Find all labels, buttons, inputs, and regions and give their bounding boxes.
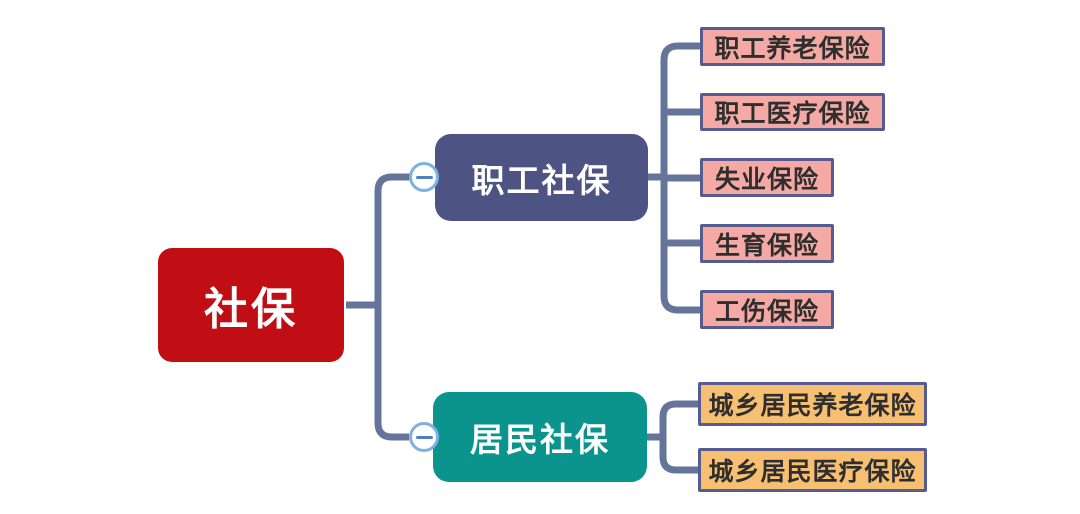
root-node-label: 社保	[204, 284, 298, 335]
collapse-minus-icon-resident[interactable]	[409, 422, 439, 452]
leaf-label: 城乡居民养老保险	[708, 391, 917, 420]
leaf-label: 失业保险	[714, 164, 819, 194]
branch-node-resident[interactable]: 居民社保	[433, 392, 647, 482]
collapse-minus-icon-employee[interactable]	[409, 162, 439, 192]
branch-node-employee[interactable]: 职工社保	[435, 134, 648, 221]
leaf-node-resident-pension[interactable]: 城乡居民养老保险	[698, 382, 927, 426]
leaf-node-employee-medical[interactable]: 职工医疗保险	[700, 93, 885, 131]
connector-main-trunk	[374, 173, 411, 441]
leaf-label: 城乡居民医疗保险	[708, 457, 917, 486]
connector-resident-trunk	[659, 400, 700, 474]
branch-node-employee-label: 职工社保	[471, 160, 612, 200]
leaf-label: 职工养老保险	[714, 33, 871, 63]
leaf-node-employee-pension[interactable]: 职工养老保险	[700, 27, 885, 66]
leaf-node-work-injury[interactable]: 工伤保险	[700, 290, 834, 329]
root-node[interactable]: 社保	[158, 248, 344, 362]
minus-icon	[415, 435, 433, 439]
leaf-node-maternity[interactable]: 生育保险	[700, 224, 834, 263]
minus-icon	[415, 175, 433, 179]
leaf-label: 职工医疗保险	[714, 99, 871, 128]
branch-node-resident-label: 居民社保	[470, 420, 610, 459]
leaf-node-resident-medical[interactable]: 城乡居民医疗保险	[698, 448, 927, 492]
leaf-label: 工伤保险	[714, 296, 819, 326]
leaf-label: 生育保险	[714, 230, 819, 260]
leaf-node-unemployment[interactable]: 失业保险	[700, 158, 834, 197]
